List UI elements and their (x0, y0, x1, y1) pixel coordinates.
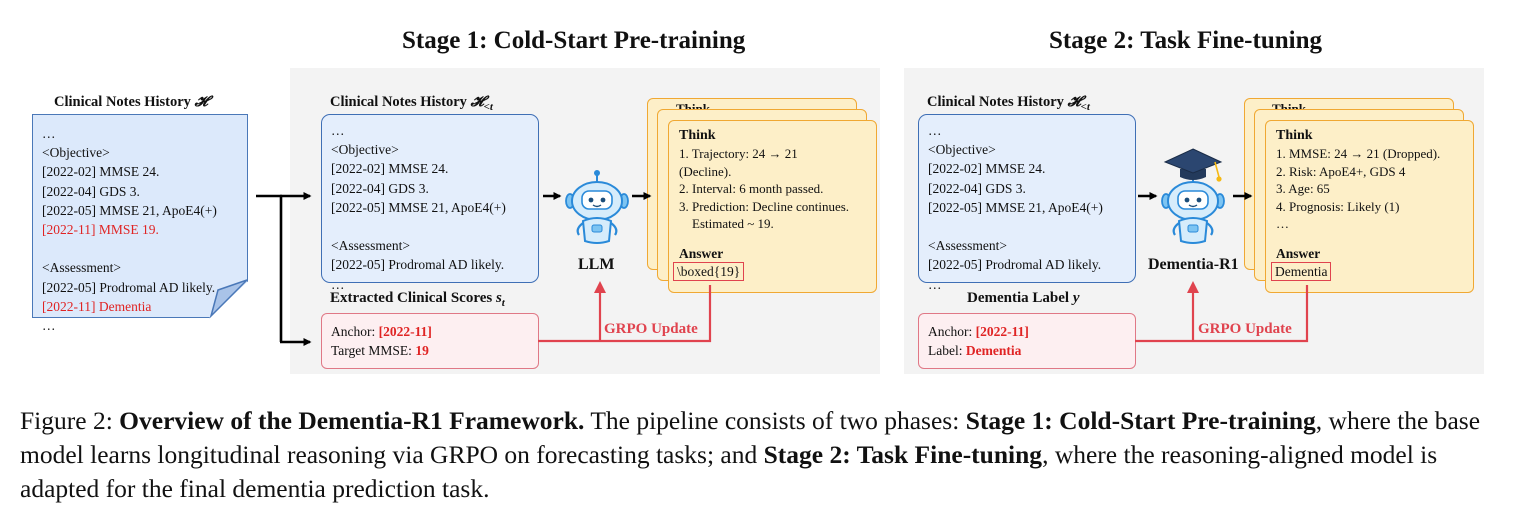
dementia-r1-label: Dementia-R1 (1148, 256, 1239, 273)
text-line: [2022-05] Prodromal AD likely. (928, 257, 1102, 273)
text-line: … (928, 276, 942, 292)
stage1-card-content: Think 1. Trajectory: 24 → 21(Decline).2.… (679, 128, 850, 231)
stage2-label-value: Dementia (965, 343, 1022, 358)
text-line: [2022-04] GDS 3. (331, 180, 429, 196)
text-line: [2022-05] MMSE 21, ApoE4(+) (331, 199, 506, 215)
stage2-answer-title: Answer (1276, 246, 1321, 261)
text-line: <Assessment> (331, 238, 410, 254)
stage2-history-header: Clinical Notes History 𝓗<t (927, 94, 1090, 113)
figure-caption: Figure 2: Overview of the Dementia-R1 Fr… (20, 406, 1481, 503)
caption-stage1: Stage 1: Cold-Start Pre-training (965, 406, 1316, 435)
text-line: [2022-11] Dementia (42, 298, 152, 314)
stage2-answer-value: Dementia (1271, 262, 1332, 281)
text-line: [2022-11] MMSE 19. (42, 222, 159, 238)
text-line: <Objective> (42, 145, 110, 161)
text-line: [2022-05] Prodromal AD likely. (42, 279, 216, 295)
text-line (42, 239, 217, 258)
text-line: <Objective> (331, 142, 399, 158)
text-line: 2. Risk: ApoE4+, GDS 4 (1276, 163, 1406, 179)
text-line (928, 217, 1103, 236)
llm-label: LLM (578, 256, 615, 273)
text-line: [2022-05] MMSE 21, ApoE4(+) (42, 202, 217, 218)
text-line: [2022-02] MMSE 24. (42, 164, 160, 180)
text-line: [2022-05] MMSE 21, ApoE4(+) (928, 199, 1103, 215)
text-line: 4. Prognosis: Likely (1) (1276, 198, 1400, 214)
stage2-label-header: Dementia Label y (967, 290, 1080, 306)
stage1-anchor-value: [2022-11] (378, 324, 432, 339)
text-line: 1. Trajectory: 24 → 21 (679, 146, 798, 161)
stage1-answer-title: Answer (679, 246, 724, 261)
text-line: [2022-04] GDS 3. (928, 180, 1026, 196)
text-line: <Assessment> (42, 260, 121, 276)
stage1-history-header: Clinical Notes History 𝓗<t (330, 94, 493, 113)
text-line: <Objective> (928, 142, 996, 158)
stage2-history-lines: … <Objective> [2022-02] MMSE 24. [2022-04] … (928, 121, 1103, 294)
text-line: … (331, 276, 345, 292)
text-line: (Decline). (679, 163, 732, 179)
stage2-grpo-label: GRPO Update (1198, 321, 1292, 337)
stage2-reasoning-card (1265, 120, 1474, 293)
stage2-label-text: Anchor: [2022-11] Label: Dementia (928, 324, 1029, 358)
text-line: Estimated ~ 19. (679, 216, 774, 231)
caption-stage2: Stage 2: Task Fine-tuning (763, 440, 1043, 469)
text-line: [2022-05] Prodromal AD likely. (331, 257, 505, 273)
text-line: 3. Age: 65 (1276, 181, 1330, 196)
stage1-reasoning-card (668, 120, 877, 293)
stage2-title: Stage 2: Task Fine-tuning (1049, 27, 1322, 54)
text-line: … (1276, 216, 1289, 231)
stage1-scores-header: Extracted Clinical Scores st (330, 290, 505, 309)
text-line: … (42, 318, 56, 334)
text-line: … (42, 126, 56, 141)
stage1-scores-text: Anchor: [2022-11] Target MMSE: 19 (331, 324, 432, 358)
text-line: 1. MMSE: 24 → 21 (Dropped). (1276, 146, 1441, 161)
stage1-grpo-label: GRPO Update (604, 321, 698, 337)
stage2-anchor-value: [2022-11] (975, 324, 1029, 339)
text-line: [2022-04] GDS 3. (42, 183, 140, 199)
text-line: … (928, 123, 942, 138)
text-line: … (331, 123, 345, 138)
text-line: [2022-02] MMSE 24. (331, 161, 449, 177)
caption-title: Overview of the Dementia-R1 Framework. (119, 406, 585, 435)
text-line: 2. Interval: 6 month passed. (679, 181, 824, 196)
text-line (331, 217, 506, 236)
stage1-target-value: 19 (415, 343, 429, 358)
stage1-title: Stage 1: Cold-Start Pre-training (402, 27, 746, 54)
stage2-card-content: Think 1. MMSE: 24 → 21 (Dropped).2. Risk… (1276, 128, 1441, 231)
text-line: [2022-02] MMSE 24. (928, 161, 1046, 177)
stage1-history-box (321, 114, 539, 283)
stage2-history-box (918, 114, 1136, 283)
history-symbol: 𝓗 (194, 94, 208, 110)
stage1-answer-value: \boxed{19} (673, 262, 745, 281)
text-line: <Assessment> (928, 238, 1007, 254)
text-line: 3. Prediction: Decline continues. (679, 198, 850, 214)
history-lines: … <Objective> [2022-02] MMSE 24. [2022-04] … (42, 124, 217, 335)
history-header: Clinical Notes History 𝓗 (54, 94, 208, 110)
stage1-history-lines: … <Objective> [2022-02] MMSE 24. [2022-04] … (331, 121, 506, 294)
